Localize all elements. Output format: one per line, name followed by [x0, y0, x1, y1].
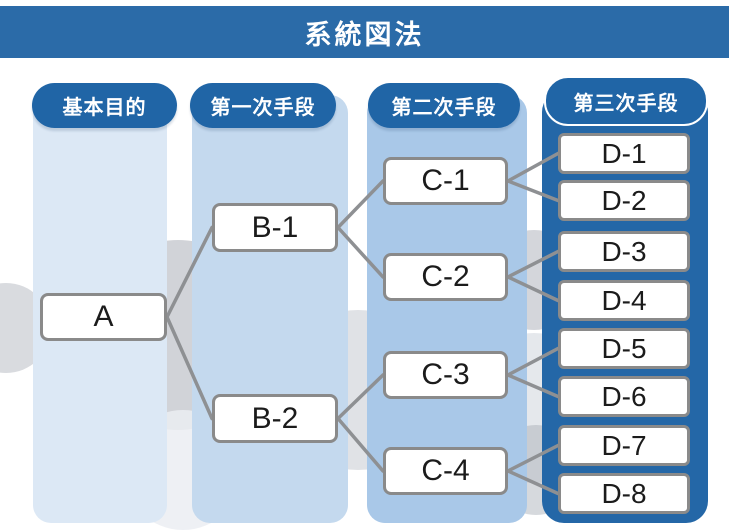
node-b2: B-2 [212, 394, 338, 443]
node-d7: D-7 [558, 425, 690, 466]
column-header-basic-purpose: 基本目的 [32, 83, 177, 128]
node-d1: D-1 [558, 133, 690, 174]
node-d5: D-5 [558, 328, 690, 369]
node-c2: C-2 [383, 253, 508, 301]
node-d3: D-3 [558, 231, 690, 272]
node-d4: D-4 [558, 280, 690, 321]
node-d6: D-6 [558, 376, 690, 417]
column-first-means [192, 95, 348, 523]
column-header-second-means: 第二次手段 [368, 83, 520, 128]
node-c4: C-4 [383, 447, 508, 495]
node-c3: C-3 [383, 351, 508, 399]
node-b1: B-1 [212, 203, 338, 252]
node-c1: C-1 [383, 157, 508, 205]
node-d8: D-8 [558, 473, 690, 514]
node-d2: D-2 [558, 180, 690, 221]
title-bar: 系統図法 [0, 6, 729, 58]
node-a: A [40, 293, 167, 341]
column-header-first-means: 第一次手段 [190, 83, 336, 128]
column-header-third-means: 第三次手段 [544, 76, 708, 126]
page-title: 系統図法 [304, 19, 425, 50]
